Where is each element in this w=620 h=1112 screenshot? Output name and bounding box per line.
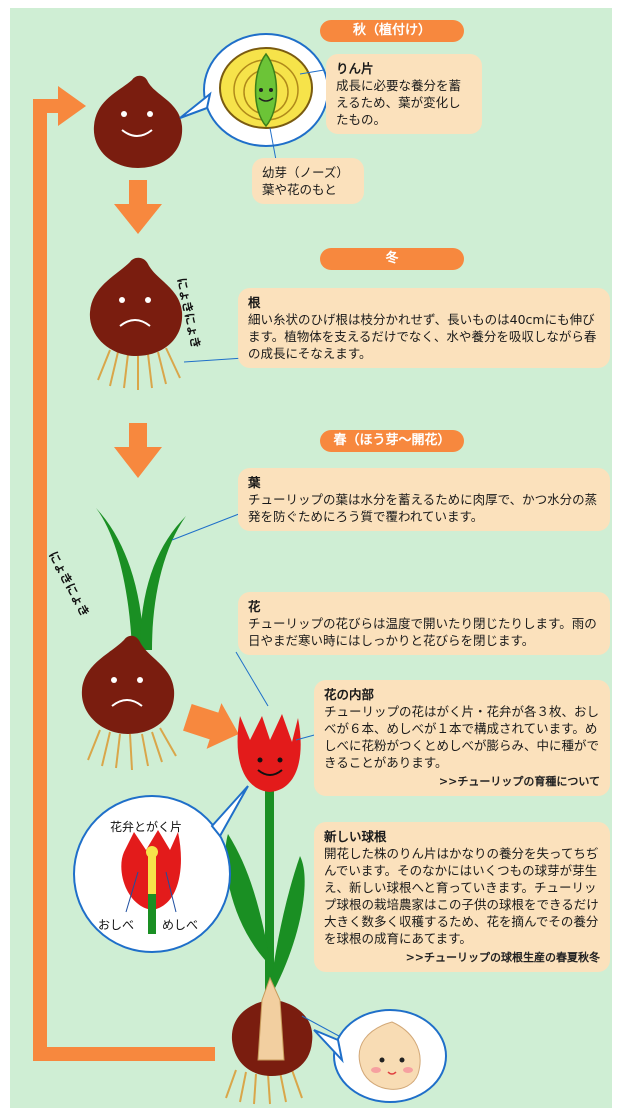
root-body: 細い糸状のひげ根は枝分かれせず、長いものは40cmにも伸びます。植物体を支えるだ… xyxy=(248,312,597,361)
leaf-box: 葉 チューリップの葉は水分を蓄えるために肉厚で、かつ水分の蒸発を防ぐためにろう質… xyxy=(238,468,610,531)
diagonal-arrow xyxy=(183,703,239,749)
scale-leaf-body: 成長に必要な養分を蓄えるため、葉が変化したもの。 xyxy=(336,78,462,127)
flower-box: 花 チューリップの花びらは温度で開いたり閉じたりします。雨の日やまだ寒い時にはし… xyxy=(238,592,610,655)
tulip-plant xyxy=(225,651,319,1025)
season-winter-label: 冬 xyxy=(320,248,464,270)
bulb-cross-section-bubble xyxy=(179,33,329,161)
cycle-loop-arrow xyxy=(33,86,215,1061)
flower-inner-body: チューリップの花はがく片・花弁が各３枚、おしべが６本、めしべが１本で構成されてい… xyxy=(324,704,600,770)
scale-leaf-box: りん片 成長に必要な養分を蓄えるため、葉が変化したもの。 xyxy=(326,54,482,134)
new-bulb-bubble xyxy=(313,1009,447,1103)
bulb-spring xyxy=(81,635,177,771)
sprouting-leaves xyxy=(96,508,245,650)
flower-inner-box: 花の内部 チューリップの花はがく片・花弁が各３枚、おしべが６本、めしべが１本で構… xyxy=(314,680,610,796)
stamen-label: おしべ xyxy=(98,918,135,932)
sprout-box: 幼芽（ノーズ） 葉や花のもと xyxy=(252,158,364,204)
bulb-production-link[interactable]: >>チューリップの球根生産の春夏秋冬 xyxy=(405,951,600,964)
season-autumn-label: 秋（植付け） xyxy=(320,20,464,42)
petal-sepal-label: 花弁とがく片 xyxy=(110,820,183,834)
season-spring-label: 春（ほう芽～開花） xyxy=(320,430,464,452)
pistil-label: めしべ xyxy=(162,918,199,932)
flower-title: 花 xyxy=(248,599,261,614)
scale-leaf-title: りん片 xyxy=(336,61,374,76)
flower-detail-bubble xyxy=(73,785,249,953)
bulb-winter xyxy=(89,257,245,390)
new-bulb-title: 新しい球根 xyxy=(324,829,387,844)
down-arrow-1 xyxy=(114,180,162,234)
new-bulb-box: 新しい球根 開花した株のりん片はかなりの養分を失ってちぢんでいます。そのなかには… xyxy=(314,822,610,972)
root-title: 根 xyxy=(248,295,261,310)
bulb-autumn xyxy=(93,75,183,168)
breeding-link[interactable]: >>チューリップの育種について xyxy=(438,775,600,788)
new-bulb-body: 開花した株のりん片はかなりの養分を失ってちぢんでいます。そのなかにはいくつもの球… xyxy=(324,846,599,946)
root-box: 根 細い糸状のひげ根は枝分かれせず、長いものは40cmにも伸びます。植物体を支え… xyxy=(238,288,610,368)
leaf-title: 葉 xyxy=(248,475,261,490)
bulb-new xyxy=(225,976,351,1105)
flower-body: チューリップの花びらは温度で開いたり閉じたりします。雨の日やまだ寒い時にはしっか… xyxy=(248,616,597,648)
flower-inner-title: 花の内部 xyxy=(324,687,375,702)
down-arrow-2 xyxy=(114,423,162,478)
leaf-body: チューリップの葉は水分を蓄えるために肉厚で、かつ水分の蒸発を防ぐためにろう質で覆… xyxy=(248,492,598,524)
sprout-body: 葉や花のもと xyxy=(262,182,337,197)
sprout-title: 幼芽（ノーズ） xyxy=(262,165,349,180)
